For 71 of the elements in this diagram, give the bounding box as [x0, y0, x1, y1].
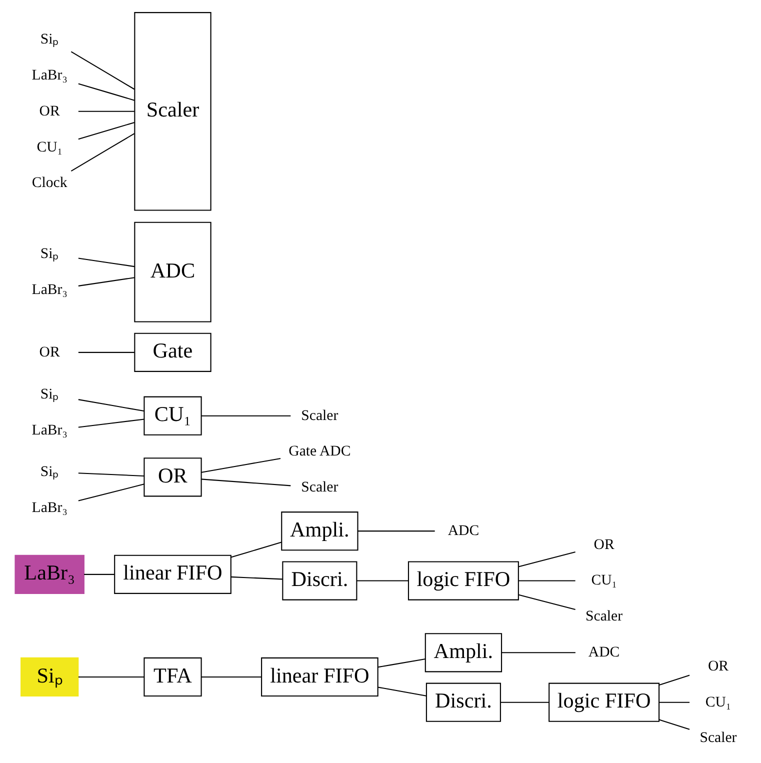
node-text: Siₚ: [40, 246, 58, 262]
node-box: logic FIFO: [548, 682, 660, 722]
node-text: CU₁: [590, 572, 616, 589]
connector: [78, 277, 134, 286]
node-box: Siₚ: [20, 657, 78, 697]
node-box: Gate: [134, 332, 211, 372]
connector: [70, 51, 134, 90]
node-box: linear FIFO: [260, 657, 378, 697]
connector: [78, 399, 144, 412]
node-text: Scaler: [699, 730, 736, 746]
node-text: Siₚ: [40, 464, 58, 480]
connector: [78, 484, 144, 502]
node-box: linear FIFO: [114, 554, 231, 594]
connector: [78, 110, 134, 112]
connector: [200, 458, 280, 473]
connector: [78, 418, 144, 428]
connector: [78, 352, 134, 353]
node-box: Scaler: [134, 12, 211, 211]
node-text: Siₚ: [40, 386, 58, 403]
connector: [658, 702, 690, 703]
node-text: Siₚ: [40, 31, 58, 48]
node-text: Clock: [31, 175, 67, 192]
connector: [356, 580, 408, 582]
connector: [78, 258, 134, 268]
node-box: Ampli.: [280, 512, 358, 551]
node-text: Gate ADC: [288, 444, 350, 460]
connector: [518, 552, 575, 568]
node-box: Discri.: [425, 682, 500, 722]
connector: [377, 686, 426, 696]
node-box: Discri.: [282, 561, 357, 600]
connector: [70, 133, 134, 172]
node-box: logic FIFO: [407, 561, 518, 600]
connector: [84, 574, 114, 575]
connector: [78, 83, 134, 101]
node-text: OR: [593, 536, 614, 553]
node-text: ADC: [447, 522, 479, 539]
node-text: LaBr₃: [31, 282, 67, 298]
connector: [501, 652, 575, 654]
connector: [78, 122, 134, 140]
node-text: Scaler: [300, 408, 338, 424]
connector: [78, 472, 144, 476]
connector: [518, 580, 575, 582]
connector: [230, 542, 281, 558]
node-box: Ampli.: [424, 633, 502, 672]
connector: [357, 530, 434, 532]
node-text: ADC: [588, 644, 620, 661]
node-text: LaBr₃: [31, 67, 67, 84]
node-box: OR: [143, 458, 202, 497]
node-box: CU₁: [143, 396, 202, 436]
node-text: OR: [38, 103, 60, 120]
node-text: CU₁: [36, 139, 62, 156]
connector: [658, 719, 690, 730]
connector: [230, 576, 282, 580]
connector: [78, 676, 144, 678]
node-text: OR: [38, 344, 60, 360]
connector: [518, 594, 575, 610]
connector: [200, 415, 290, 416]
node-text: LaBr₃: [31, 500, 67, 516]
node-box: TFA: [143, 657, 202, 697]
node-text: Scaler: [300, 480, 338, 496]
node-text: OR: [707, 658, 728, 674]
connector: [200, 676, 261, 678]
connector: [658, 674, 690, 686]
node-box: LaBr₃: [14, 554, 84, 594]
connector: [377, 658, 425, 668]
connector: [200, 478, 290, 486]
node-text: CU₁: [704, 694, 731, 710]
node-box: ADC: [134, 222, 211, 322]
node-text: Scaler: [585, 608, 622, 625]
connector: [500, 702, 548, 703]
node-text: LaBr₃: [31, 422, 67, 439]
